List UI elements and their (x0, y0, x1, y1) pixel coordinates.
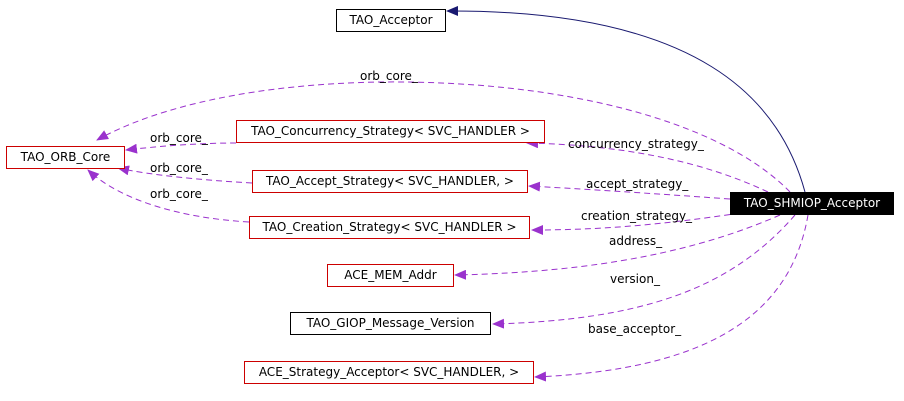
edge-orb-core-accept (117, 165, 253, 184)
edge-inherit-tao-acceptor (446, 5, 806, 193)
node-ace-mem-addr[interactable]: ACE_MEM_Addr (327, 264, 454, 287)
edge-address (454, 214, 781, 280)
node-tao-acceptor[interactable]: TAO_Acceptor (336, 9, 446, 32)
label-address: address_ (609, 234, 663, 248)
node-tao-orb-core[interactable]: TAO_ORB_Core (6, 146, 125, 169)
label-accept-strategy: accept_strategy_ (586, 177, 689, 191)
edge-orb-core-creation (87, 169, 250, 223)
label-concurrency-strategy: concurrency_strategy_ (568, 137, 704, 151)
node-ace-strategy-acceptor[interactable]: ACE_Strategy_Acceptor< SVC_HANDLER, > (244, 361, 534, 384)
label-base-acceptor: base_acceptor_ (588, 322, 682, 336)
label-orb-core-accept: orb_core_ (150, 161, 208, 175)
label-orb-core-creation: orb_core_ (150, 187, 208, 201)
label-creation-strategy: creation_strategy_ (581, 209, 693, 223)
node-accept-strategy[interactable]: TAO_Accept_Strategy< SVC_HANDLER, > (252, 170, 528, 193)
node-creation-strategy[interactable]: TAO_Creation_Strategy< SVC_HANDLER > (249, 216, 530, 239)
edge-accept-strategy (528, 181, 731, 200)
label-version: version_ (610, 272, 660, 286)
edge-creation-strategy (531, 212, 741, 235)
label-orb-core-concurrency: orb_core_ (150, 131, 208, 145)
edge-orb-core-concurrency (125, 142, 237, 154)
node-giop-message-version[interactable]: TAO_GIOP_Message_Version (290, 312, 491, 335)
label-orb-core-top: orb_core_ (360, 69, 418, 83)
node-shmiop-acceptor[interactable]: TAO_SHMIOP_Acceptor (730, 192, 894, 215)
edge-version (492, 214, 796, 329)
node-concurrency-strategy[interactable]: TAO_Concurrency_Strategy< SVC_HANDLER > (236, 120, 545, 143)
edge-base-acceptor (534, 214, 809, 382)
edge-concurrency-strategy (526, 138, 769, 193)
